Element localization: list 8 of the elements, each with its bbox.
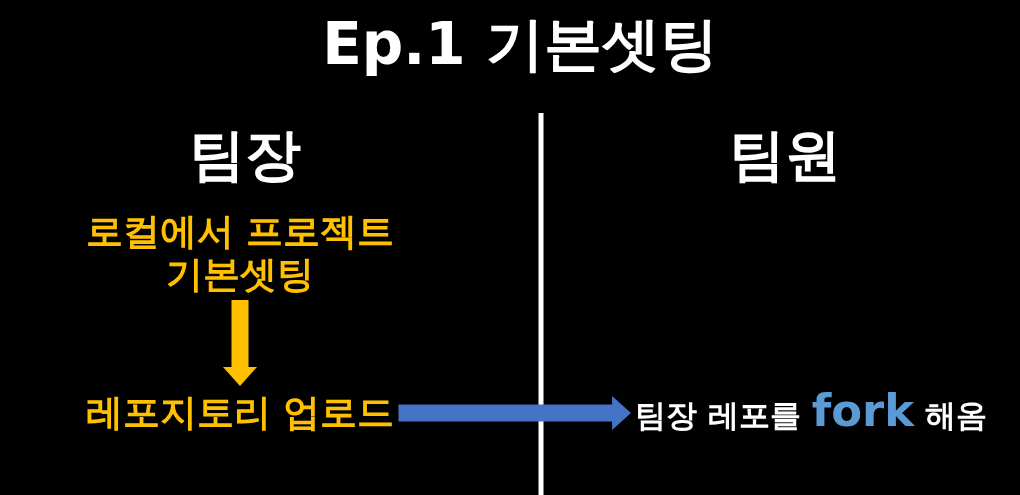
- arrow: [223, 300, 257, 386]
- step-text: 팀장 레포를 fork 해옴: [631, 382, 991, 444]
- column-heading: 팀원: [729, 121, 841, 189]
- column-heading: 팀장: [189, 121, 301, 189]
- arrow: [398, 396, 632, 430]
- step-text: 로컬에서 프로젝트 기본셋팅: [66, 206, 414, 300]
- title: Ep.1 기본셋팅: [322, 9, 718, 80]
- step-text: 레포지토리 업로드: [81, 386, 399, 440]
